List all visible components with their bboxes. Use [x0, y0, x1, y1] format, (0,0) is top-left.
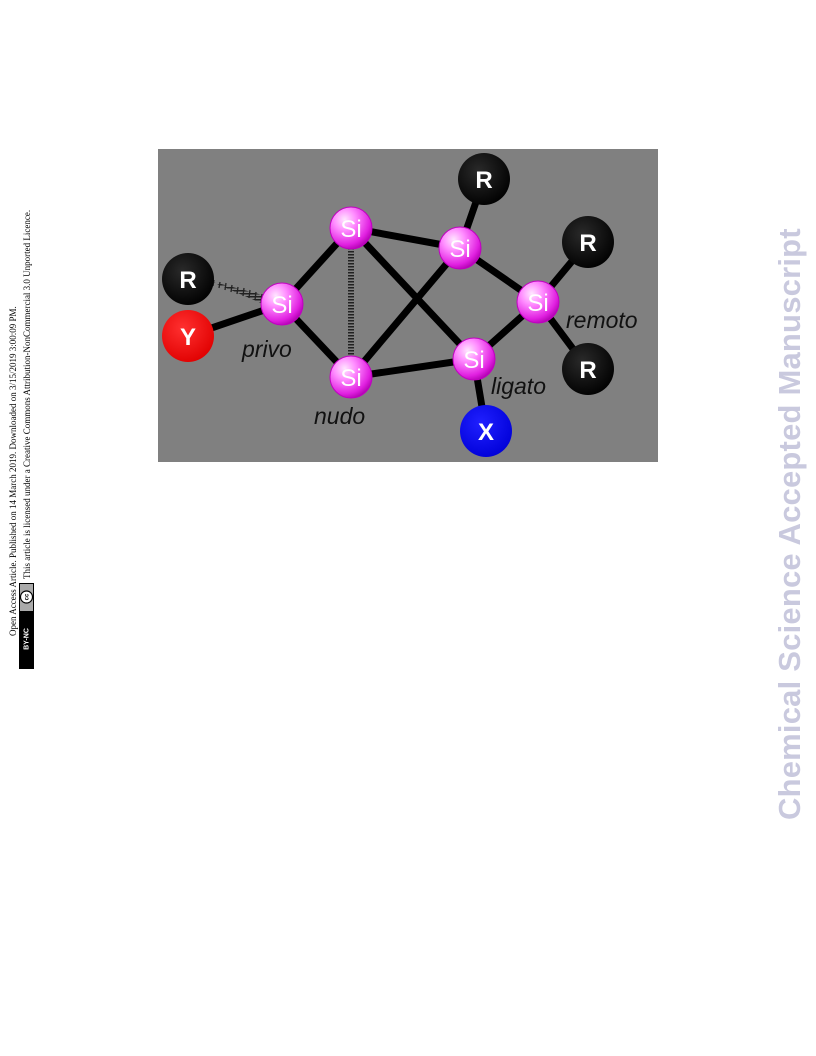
svg-text:Si: Si: [449, 236, 470, 263]
si-atom-upper-right: Si: [438, 226, 482, 270]
badge-cc-text: cc: [25, 593, 31, 600]
svg-text:R: R: [179, 267, 196, 294]
svg-text:R: R: [579, 230, 596, 257]
publication-notice: Open Access Article. Published on 14 Mar…: [8, 306, 18, 636]
label-nudo: nudo: [314, 403, 365, 429]
r-group-top: R: [458, 153, 510, 205]
svg-text:Si: Si: [271, 292, 292, 319]
svg-text:Si: Si: [340, 216, 361, 243]
x-group: X: [460, 405, 512, 457]
license-notice[interactable]: This article is licensed under a Creativ…: [22, 209, 32, 579]
svg-text:R: R: [579, 357, 596, 384]
svg-text:Y: Y: [180, 324, 196, 351]
bond-nudo-si2: [347, 244, 464, 381]
label-ligato: ligato: [491, 373, 546, 399]
si-atom-privo: Si: [260, 282, 304, 326]
label-remoto: remoto: [566, 307, 638, 333]
r-group-right-top: R: [562, 216, 614, 268]
si-atom-top: Si: [329, 206, 373, 250]
bond-top-ligato: [347, 224, 478, 363]
badge-terms-text: BY-NC: [24, 628, 31, 650]
svg-text:R: R: [475, 167, 492, 194]
y-group: Y: [162, 310, 214, 362]
si-atom-nudo: Si: [329, 355, 373, 399]
accepted-manuscript-watermark: Chemical Science Accepted Manuscript: [772, 228, 807, 820]
svg-text:X: X: [478, 419, 494, 446]
si-atom-ligato: Si: [452, 337, 496, 381]
hash-lines: [212, 279, 263, 303]
svg-text:Si: Si: [463, 347, 484, 374]
r-group-left: R: [162, 253, 214, 305]
cc-by-nc-badge-icon[interactable]: cc BY-NC: [19, 583, 34, 669]
si-atom-remoto: Si: [516, 280, 560, 324]
cluster-diagram: R R R R Y X Si Si: [162, 153, 638, 457]
svg-text:Si: Si: [527, 290, 548, 317]
svg-text:Si: Si: [340, 365, 361, 392]
label-privo: privo: [241, 336, 292, 362]
silicon-cluster-figure: R R R R Y X Si Si: [158, 149, 658, 462]
r-group-right-bottom: R: [562, 343, 614, 395]
